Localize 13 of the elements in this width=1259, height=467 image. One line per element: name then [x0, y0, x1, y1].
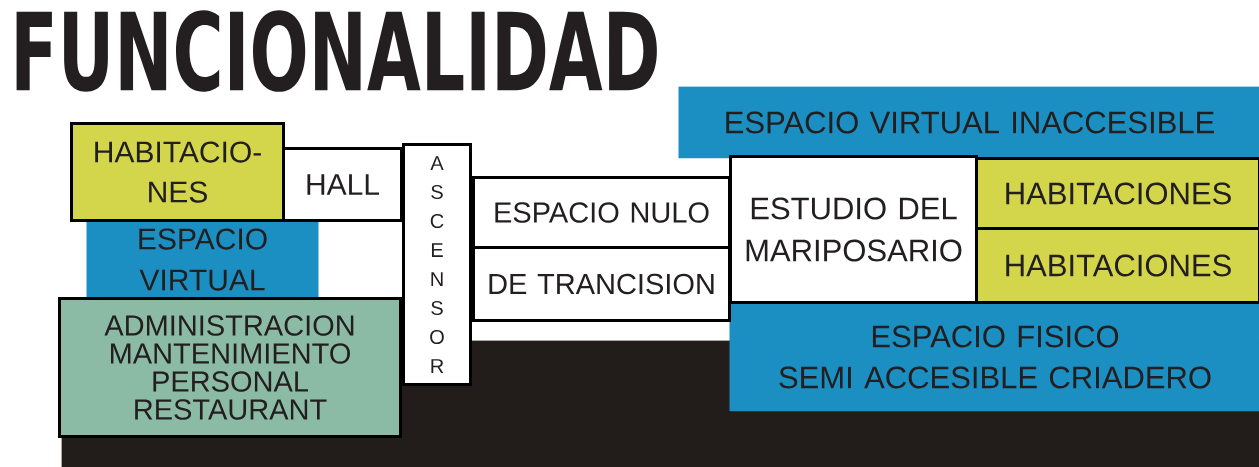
- zone-box: DE TRANCISION: [472, 246, 731, 322]
- zone-box: ASCENSOR: [402, 143, 472, 386]
- zone-box: ESPACIO NULO: [472, 176, 731, 249]
- zone-box: HABITACIO- NES: [70, 122, 285, 222]
- zone-box: ADMINISTRACION MANTENIMIENTO PERSONAL RESTAURANT: [58, 297, 402, 438]
- zone-box: ESPACIO VIRTUAL: [86, 220, 319, 299]
- zone-box: HABITACIONES: [975, 157, 1259, 230]
- title: FUNCIONALIDAD: [16, 10, 657, 92]
- zone-box: ESTUDIO DEL MARIPOSARIO: [729, 155, 978, 304]
- zone-box: HALL: [282, 147, 403, 222]
- zone-box: ESPACIO VIRTUAL INACCESIBLE: [678, 86, 1259, 159]
- zone-box: ESPACIO FISICO SEMI ACCESIBLE CRIADERO: [729, 302, 1259, 412]
- zone-box: HABITACIONES: [975, 227, 1259, 304]
